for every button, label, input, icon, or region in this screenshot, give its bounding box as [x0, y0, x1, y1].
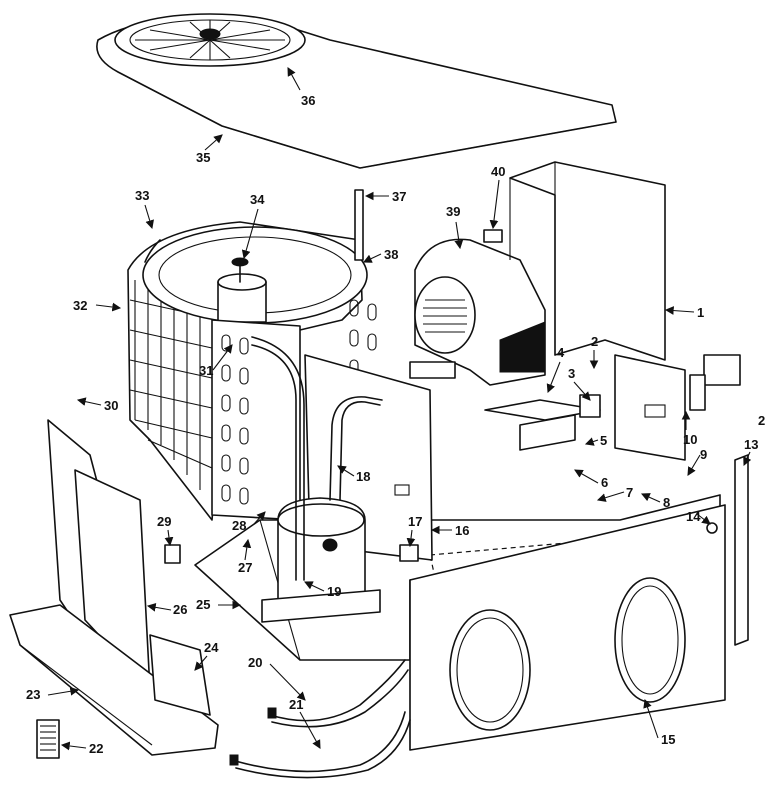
callout-38: 38 [384, 247, 398, 262]
callout-14: 14 [686, 509, 701, 524]
callout-33: 33 [135, 188, 149, 203]
coil-support-column [211, 299, 377, 521]
callout-1: 1 [697, 305, 704, 320]
callout-32: 32 [73, 298, 87, 313]
base-rail [9, 604, 219, 756]
callout-6: 6 [601, 475, 608, 490]
callout-40: 40 [491, 164, 505, 179]
wire-harness [229, 659, 411, 779]
callout-10: 10 [683, 432, 697, 447]
refrigerant-tubing [251, 336, 383, 581]
callout-18: 18 [356, 469, 370, 484]
callout-27: 27 [238, 560, 252, 575]
front-panel [409, 504, 726, 751]
callout-37: 37 [392, 189, 406, 204]
control-access-panel [614, 354, 686, 461]
right-rail [734, 454, 749, 646]
callout-2-top: 2 [591, 334, 598, 349]
fan-grille [114, 13, 306, 67]
callout-21: 21 [289, 697, 303, 712]
callout-23: 23 [26, 687, 40, 702]
callout-5: 5 [600, 433, 607, 448]
callout-24: 24 [204, 640, 219, 655]
callout-4: 4 [557, 345, 565, 360]
callout-8: 8 [663, 495, 670, 510]
callout-2-right: 2 [758, 413, 765, 428]
callout-20: 20 [248, 655, 262, 670]
filter-grille [36, 719, 60, 759]
callout-31: 31 [199, 363, 213, 378]
callout-39: 39 [446, 204, 460, 219]
callout-3: 3 [568, 366, 575, 381]
blower-side-panel [509, 161, 666, 361]
callout-9: 9 [700, 447, 707, 462]
callout-34: 34 [250, 192, 265, 207]
callout-26: 26 [173, 602, 187, 617]
callout-22: 22 [89, 741, 103, 756]
callout-29: 29 [157, 514, 171, 529]
callout-36: 36 [301, 93, 315, 108]
callout-25: 25 [196, 597, 210, 612]
leader-lines [47, 67, 752, 751]
callout-17: 17 [408, 514, 422, 529]
callout-35: 35 [196, 150, 210, 165]
callout-30: 30 [104, 398, 118, 413]
callout-28: 28 [232, 518, 246, 533]
louver-panel [149, 634, 211, 716]
center-partition [484, 394, 601, 451]
callout-15: 15 [661, 732, 675, 747]
small-brackets [164, 189, 741, 564]
callout-16: 16 [455, 523, 469, 538]
compressor [261, 497, 381, 623]
fan-motor [217, 257, 267, 323]
callout-7: 7 [626, 485, 633, 500]
callout-19: 19 [327, 584, 341, 599]
callout-13: 13 [744, 437, 758, 452]
blower-assembly [409, 238, 546, 386]
